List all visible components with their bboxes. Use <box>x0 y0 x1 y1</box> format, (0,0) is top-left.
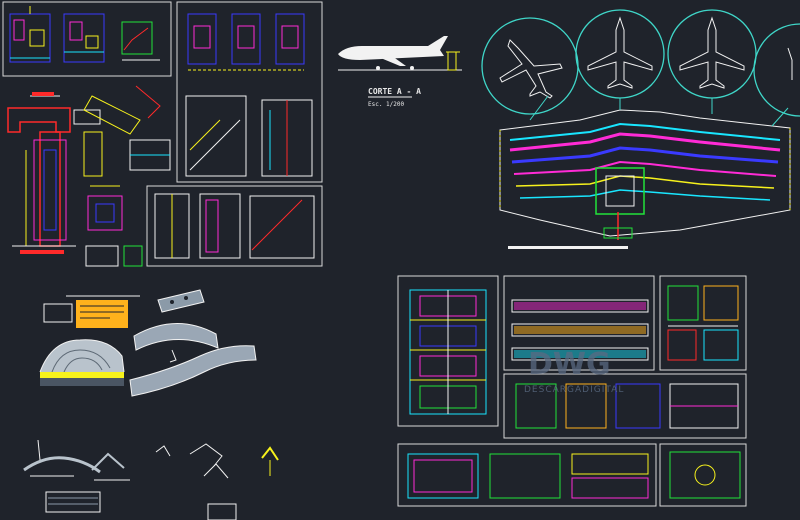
aircraft-section <box>338 36 462 71</box>
detail-cluster-mid <box>73 85 171 267</box>
section-title: CORTE A - A <box>368 87 421 96</box>
airplane-icons <box>499 16 793 99</box>
control-tower-section <box>7 92 76 254</box>
floor-plan-2 <box>63 13 105 63</box>
wall-sections <box>154 193 315 259</box>
floor-plan-1 <box>9 6 51 63</box>
small-details-bottom-left <box>23 439 279 520</box>
plan-caption-bar <box>508 246 628 249</box>
watermark-main: DWG <box>528 347 611 382</box>
sheet-bottom-right <box>397 275 747 507</box>
stair-sections <box>185 95 313 177</box>
stair-detail-top <box>121 21 160 61</box>
roof-details <box>39 289 257 397</box>
watermark: DWG DESCARGADIGITAL <box>524 347 624 395</box>
sheet-top-left <box>2 1 323 267</box>
elevator-plans <box>187 13 305 71</box>
watermark-sub: DESCARGADIGITAL <box>524 385 624 395</box>
terminal-plan <box>481 9 800 240</box>
section-scale: Esc. 1/200 <box>368 101 405 108</box>
gate-circle-4 <box>753 23 800 117</box>
